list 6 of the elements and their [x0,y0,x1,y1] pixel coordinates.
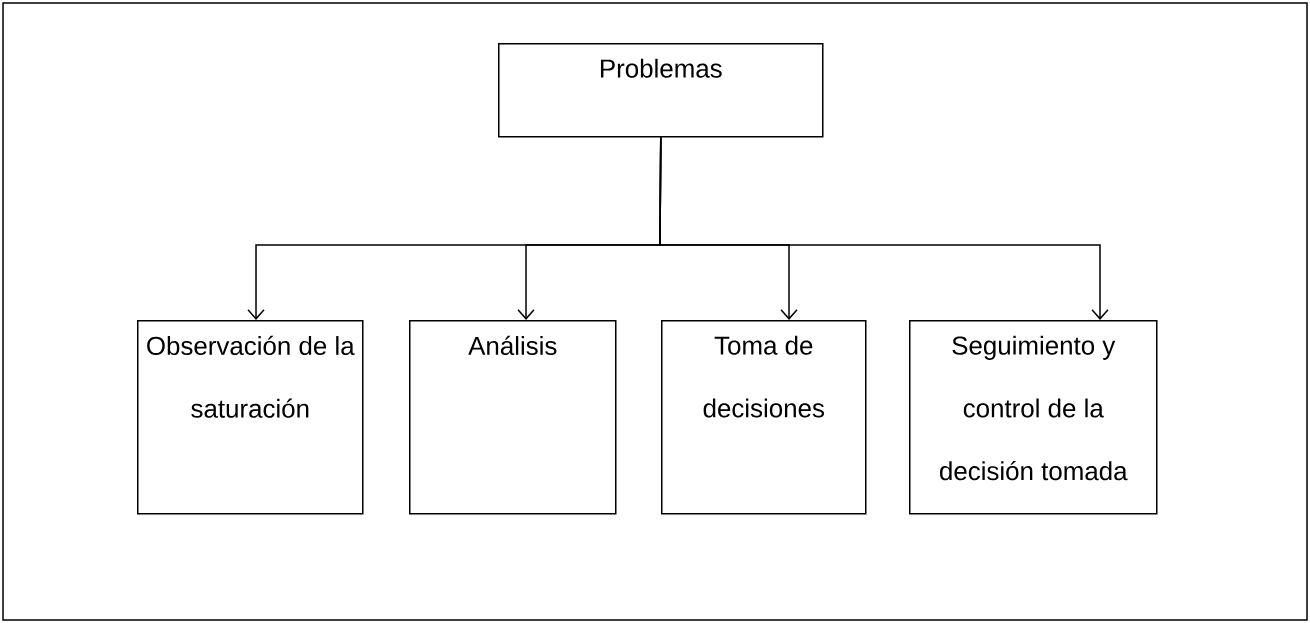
arrow [659,136,1109,320]
problem-box: Problemas [498,43,824,138]
step-box: Observación de la saturación [137,320,364,515]
step-box: Toma de decisiones [661,320,867,515]
step-box: Seguimiento y control de la decisión tomada [909,320,1158,515]
step-box: Análisis [409,320,617,515]
